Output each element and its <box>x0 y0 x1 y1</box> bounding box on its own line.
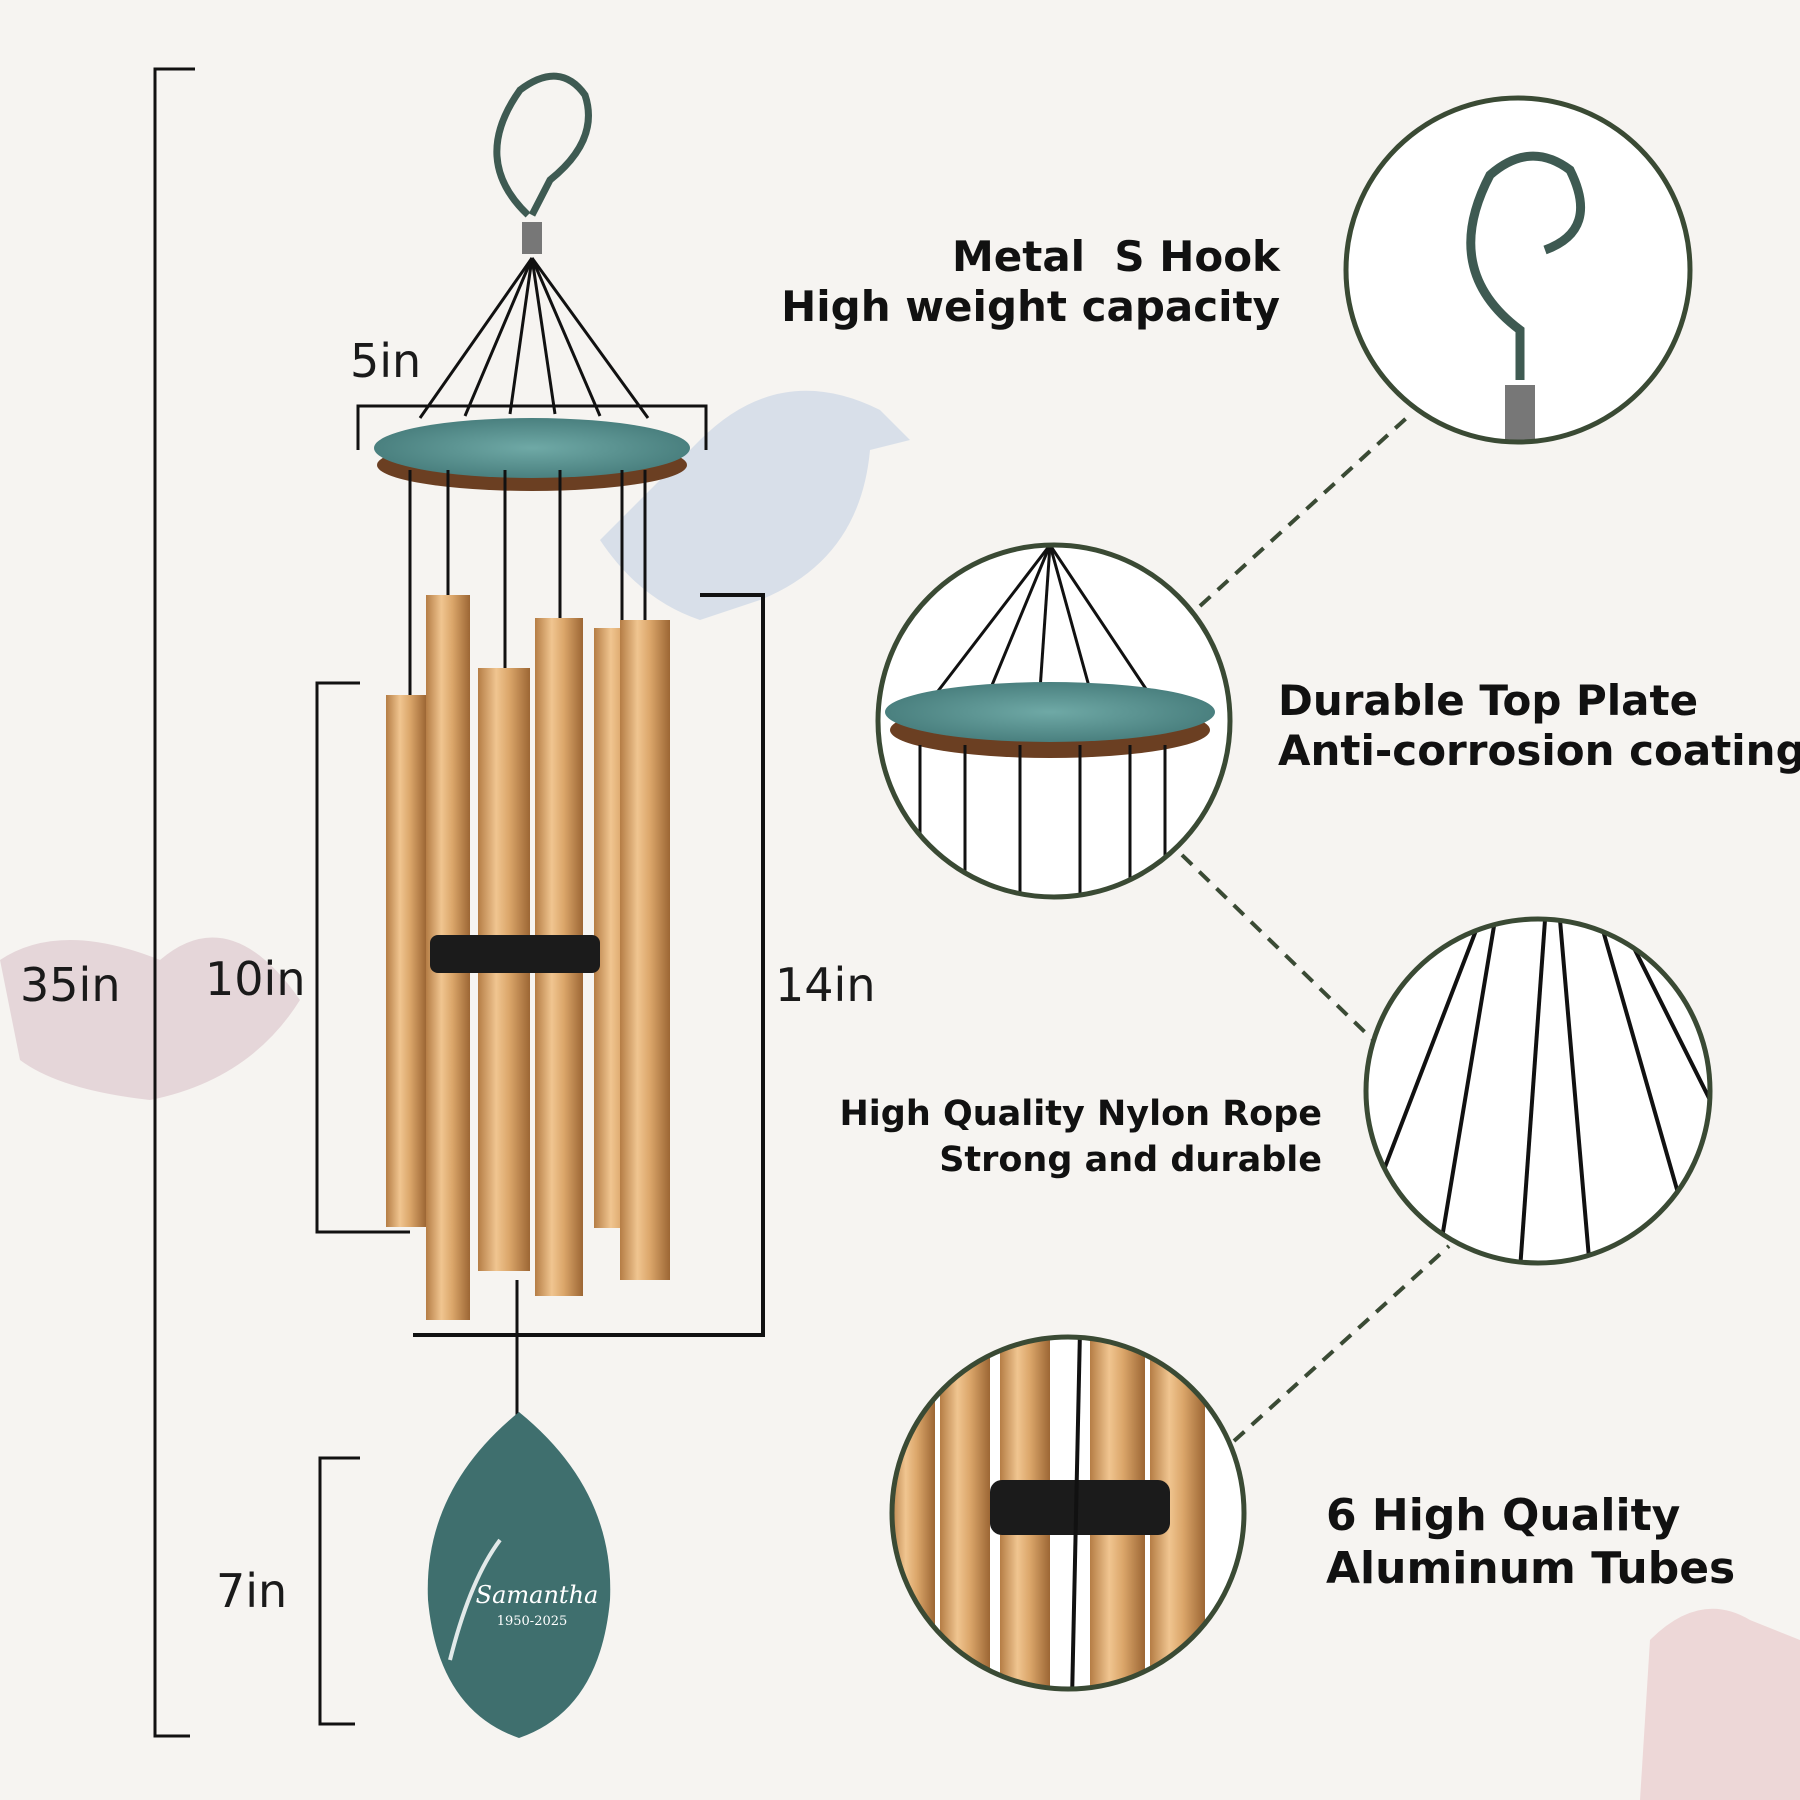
feature-subtitle: High weight capacity <box>781 282 1280 332</box>
bracket-10in <box>315 681 410 1234</box>
sail-years: 1950-2025 <box>497 1614 568 1629</box>
feature-subtitle: Aluminum Tubes <box>1326 1542 1736 1594</box>
feature-plate: Durable Top Plate Anti-corrosion coating <box>1278 676 1800 777</box>
background-birds <box>0 390 1800 1800</box>
label-sail-height: 7in <box>216 1564 288 1618</box>
label-tube-span: 10in <box>205 952 306 1006</box>
detail-circle-rope <box>1363 916 1713 1266</box>
detail-circle-hook <box>1343 95 1693 445</box>
feature-subtitle: Anti-corrosion coating <box>1278 726 1800 776</box>
wind-chime: Samantha 1950-2025 <box>374 72 690 1738</box>
bracket-5in <box>356 404 708 450</box>
feature-title: 6 High Quality <box>1326 1490 1681 1541</box>
feature-hook: Metal S Hook High weight capacity <box>781 232 1280 333</box>
feature-title: Durable Top Plate <box>1278 676 1699 725</box>
label-tube-length: 14in <box>775 958 876 1012</box>
bracket-7in <box>318 1456 360 1726</box>
feature-title: High Quality Nylon Rope <box>839 1094 1323 1134</box>
label-plate-width: 5in <box>350 334 422 388</box>
connector-lines <box>1180 411 1451 1443</box>
detail-circle-plate <box>875 542 1233 900</box>
feature-rope: High Quality Nylon Rope Strong and durab… <box>840 1092 1323 1183</box>
detail-circle-tubes <box>889 1334 1247 1692</box>
bracket-35in <box>153 67 195 1738</box>
sail-name: Samantha <box>476 1581 599 1609</box>
feature-tubes: 6 High Quality Aluminum Tubes <box>1326 1490 1735 1596</box>
bracket-14in <box>413 593 765 1337</box>
feature-subtitle: Strong and durable <box>939 1139 1322 1180</box>
label-total-height: 35in <box>20 958 121 1012</box>
feature-title: Metal S Hook <box>951 232 1280 281</box>
memorial-sail <box>427 1412 611 1738</box>
